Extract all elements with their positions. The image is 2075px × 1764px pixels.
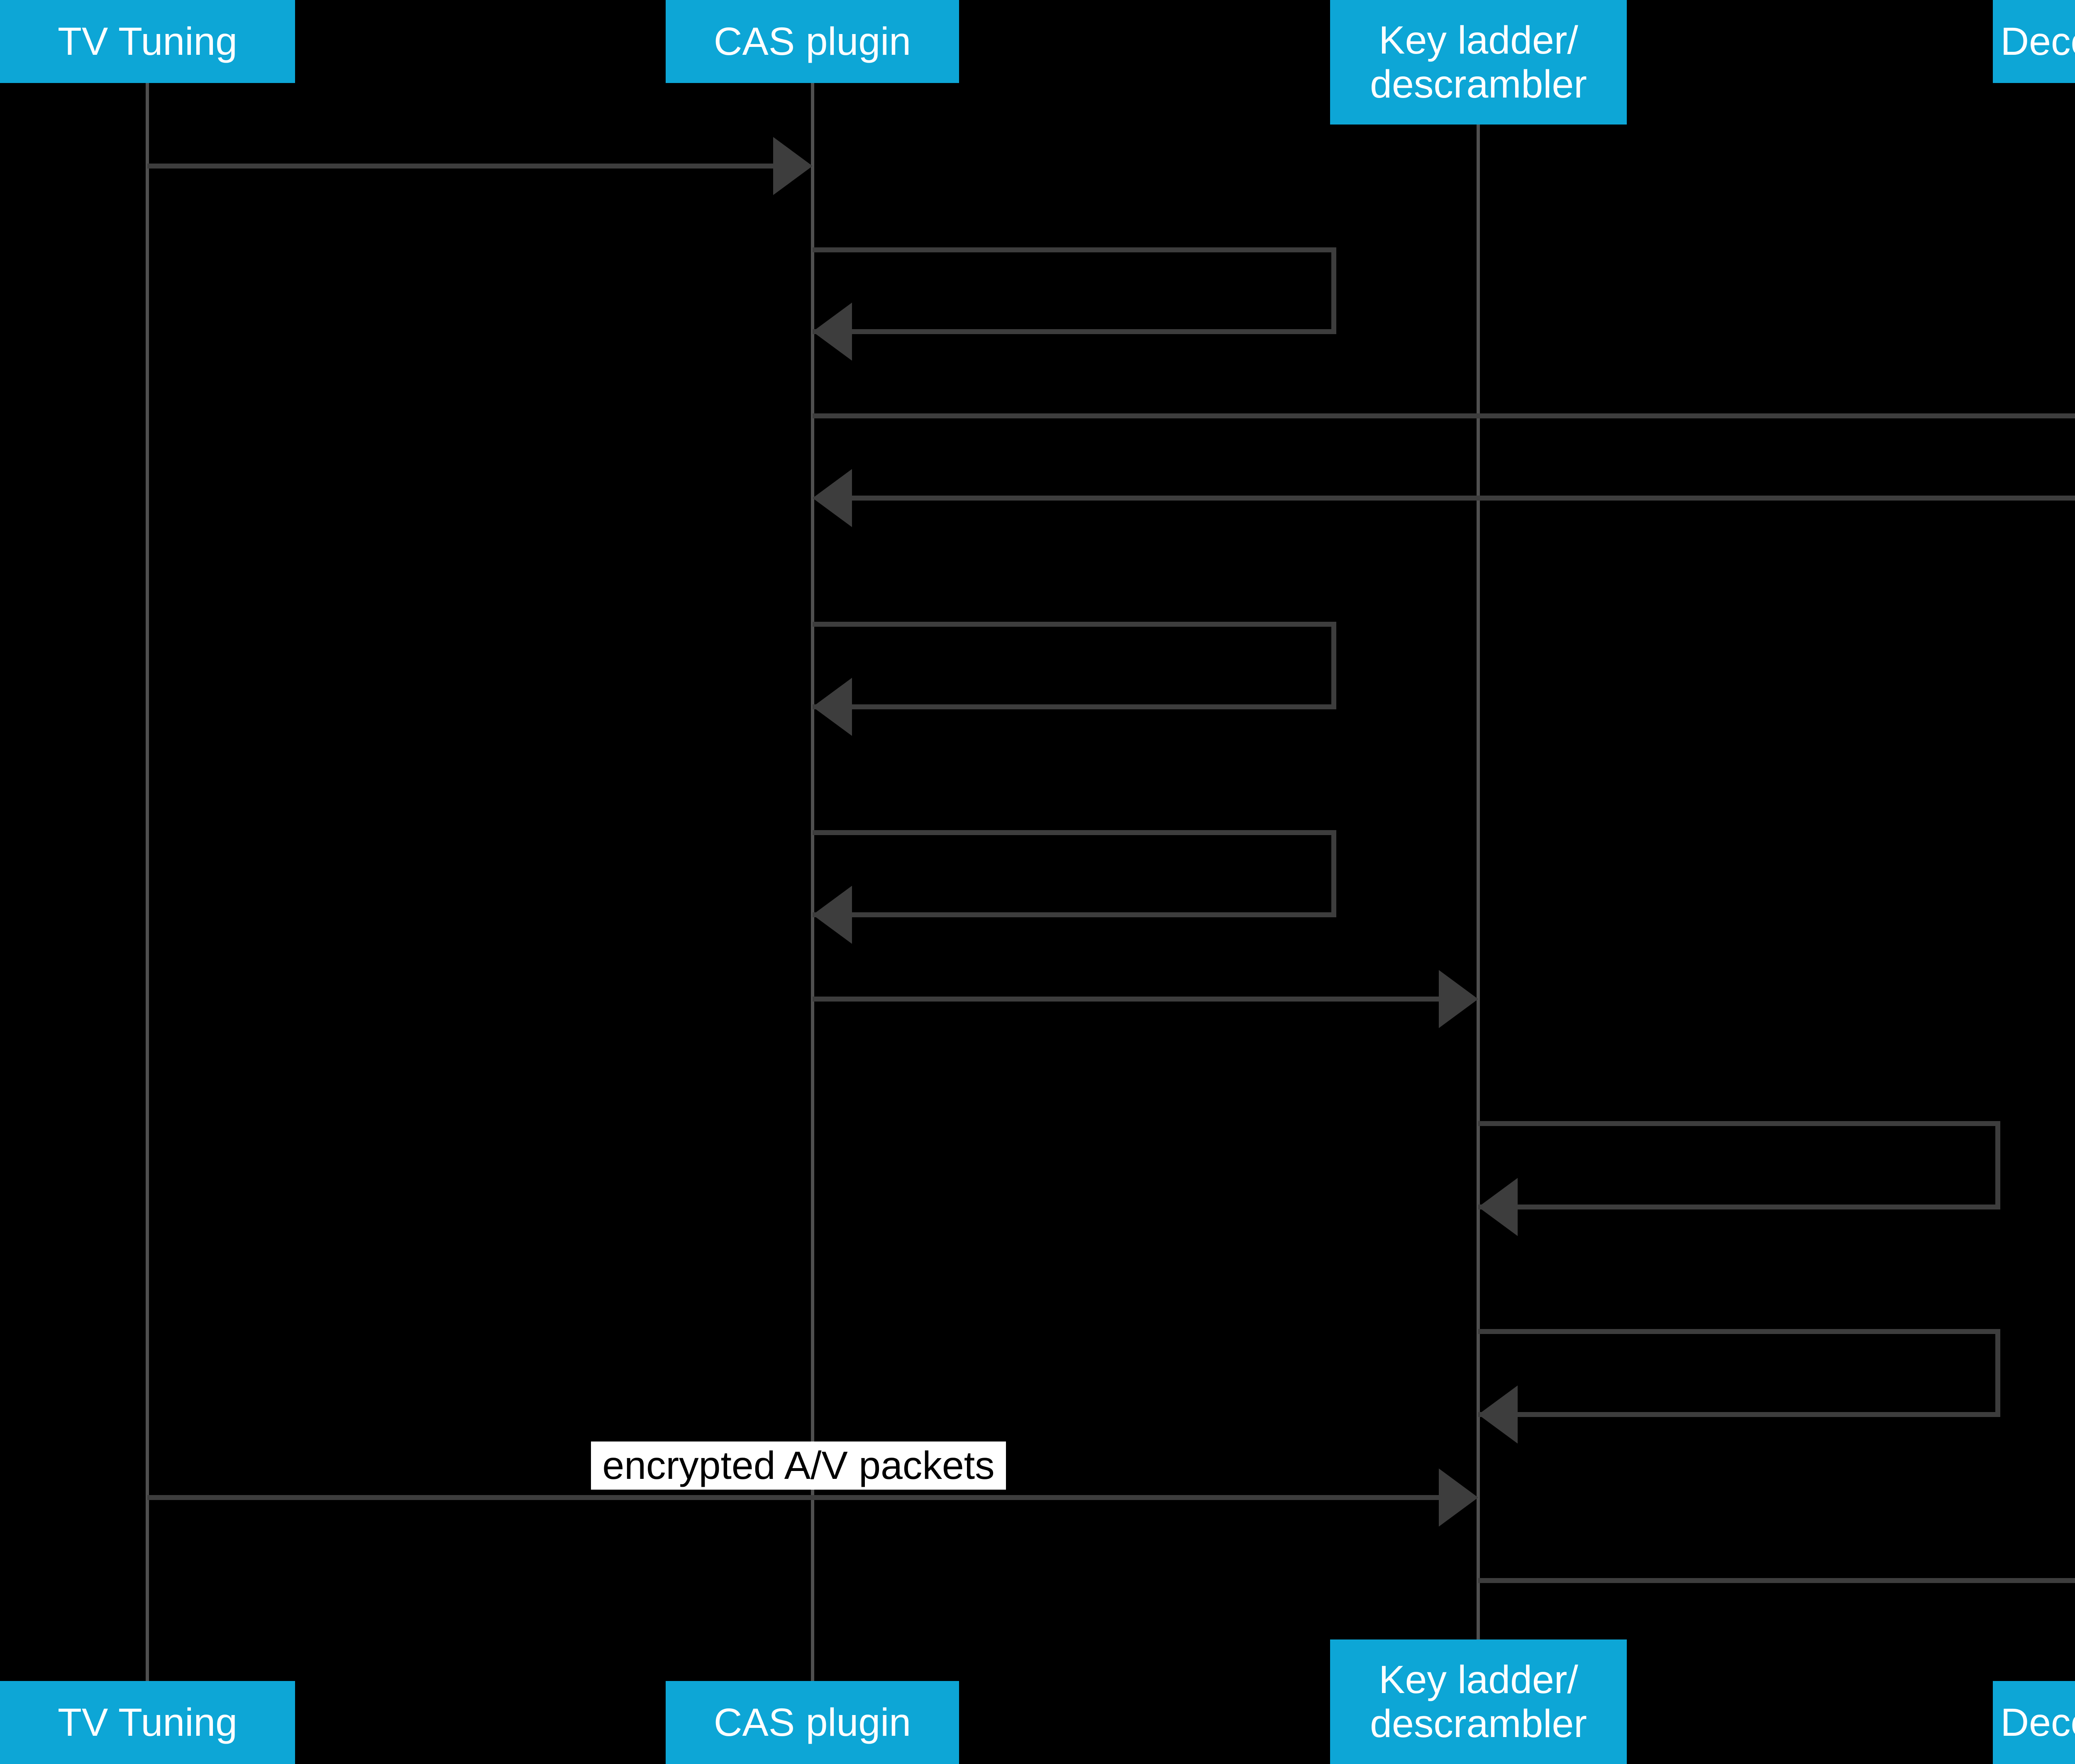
- arrowhead-right-icon: [1439, 1468, 1478, 1527]
- message-arrow-tv-to-cas: [147, 164, 773, 169]
- lifeline-tv-tuning: [146, 83, 149, 1681]
- message-selfloop-cas-2: [813, 622, 1336, 709]
- lifeline-cas-plugin: [811, 83, 814, 1681]
- arrowhead-left-icon: [813, 303, 852, 361]
- actor-top-cas-plugin: CAS plugin: [666, 0, 959, 83]
- actor-bottom-tv-tuning: TV Tuning: [0, 1681, 295, 1764]
- arrowhead-left-icon: [813, 469, 852, 527]
- arrowhead-left-icon: [1478, 1385, 1518, 1444]
- message-selfloop-cas-3: [813, 830, 1336, 917]
- message-label-encrypted-av-packets: encrypted A/V packets: [591, 1441, 1006, 1490]
- arrowhead-left-icon: [813, 886, 852, 944]
- arrowhead-left-icon: [813, 678, 852, 736]
- arrowhead-right-icon: [1439, 970, 1478, 1028]
- actor-top-decode-display: Decode, display: [1993, 0, 2075, 83]
- actor-top-key-ladder-descrambler: Key ladder/ descrambler: [1330, 0, 1627, 125]
- message-selfloop-cas-1: [813, 247, 1336, 334]
- message-selfloop-keyladder-1: [1478, 1121, 2000, 1209]
- message-arrow-cas-to-headend: [813, 413, 2075, 418]
- lifeline-key-ladder: [1477, 125, 1480, 1639]
- message-arrow-headend-to-cas: [852, 496, 2075, 501]
- actor-top-tv-tuning: TV Tuning: [0, 0, 295, 83]
- arrowhead-left-icon: [1478, 1178, 1518, 1236]
- message-arrow-tv-to-keyladder: [147, 1495, 1439, 1500]
- arrowhead-right-icon: [773, 137, 813, 195]
- message-arrow-cas-to-keyladder: [813, 997, 1439, 1002]
- message-selfloop-keyladder-2: [1478, 1329, 2000, 1417]
- actor-bottom-decode-display: Decode, display: [1993, 1681, 2075, 1764]
- message-arrow-keyladder-to-decode: [1478, 1578, 2075, 1583]
- actor-bottom-key-ladder-descrambler: Key ladder/ descrambler: [1330, 1639, 1627, 1764]
- actor-bottom-cas-plugin: CAS plugin: [666, 1681, 959, 1764]
